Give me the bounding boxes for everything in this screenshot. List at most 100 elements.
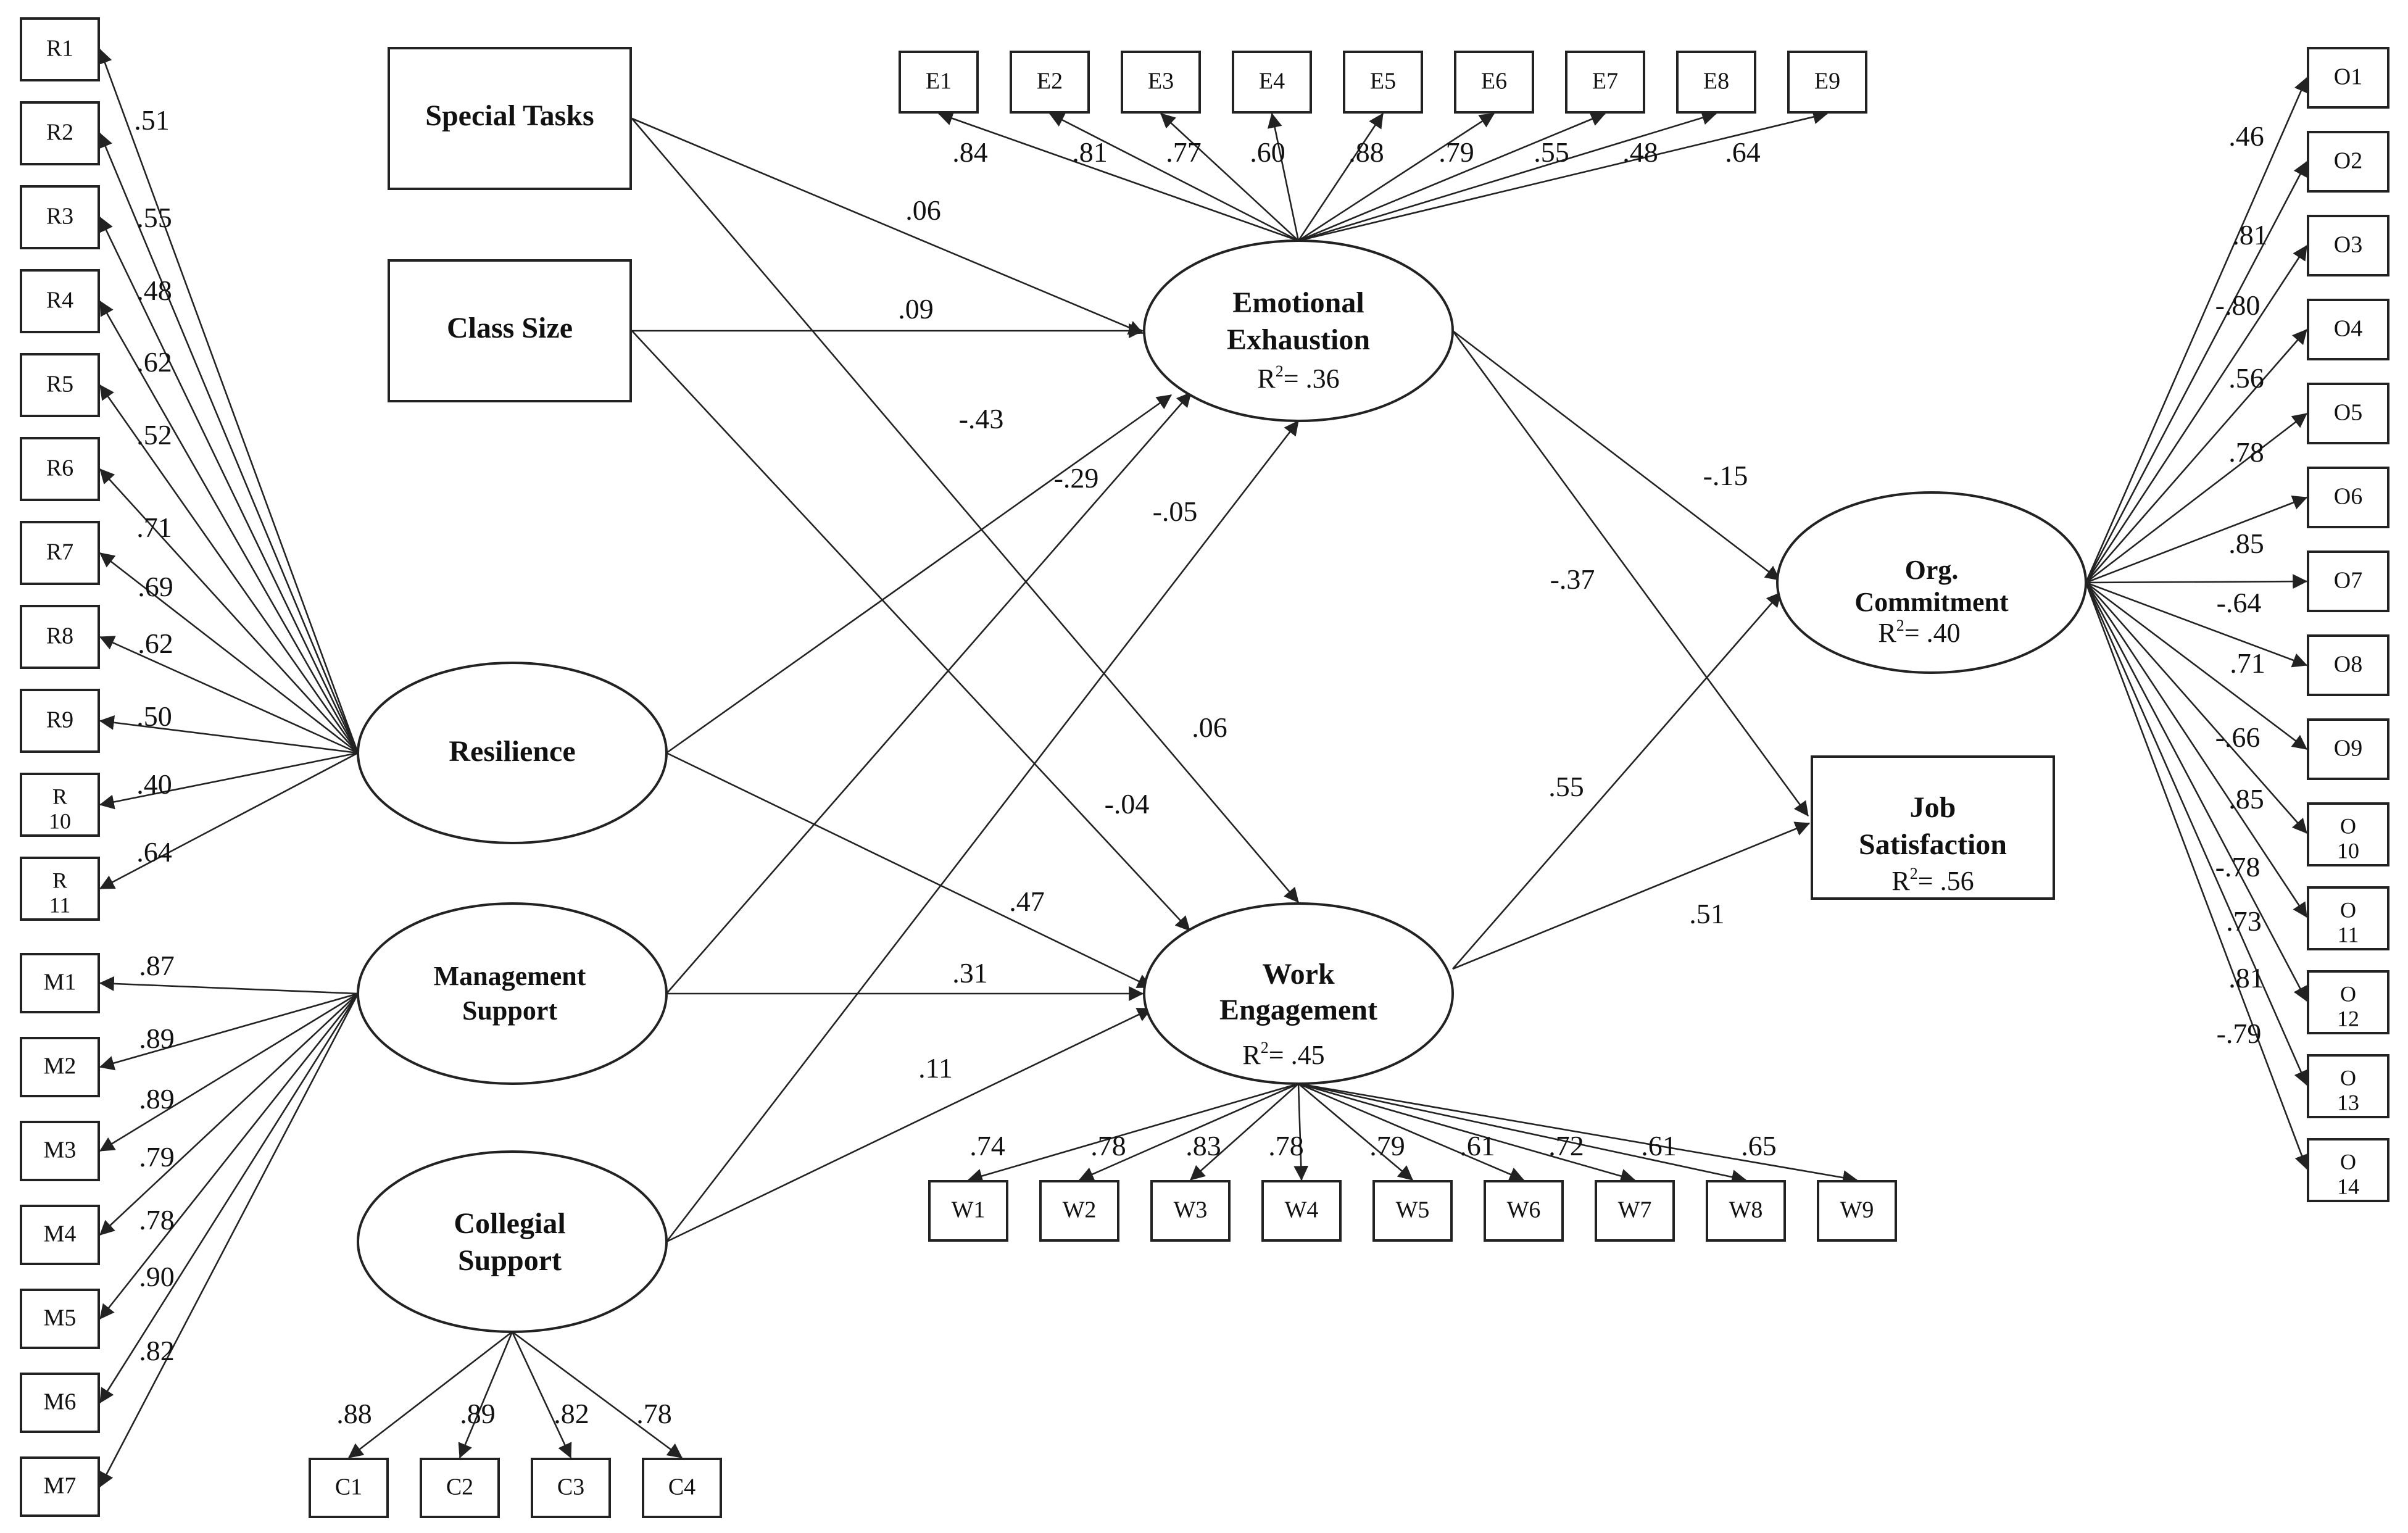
path-resilience-to-engagement	[666, 752, 1153, 989]
coef-management-to-engagement: .31	[952, 957, 988, 989]
loading-path-c3	[511, 1331, 572, 1459]
loading-o9: -.66	[2215, 721, 2261, 753]
coef-special-tasks-to-engagement: .06	[1192, 712, 1227, 743]
svg-text:M4: M4	[44, 1221, 77, 1247]
indicator-e4: E4	[1232, 51, 1312, 114]
loading-path-o8	[2085, 581, 2308, 668]
indicator-c4: C4	[642, 1458, 722, 1518]
svg-text:W6: W6	[1507, 1197, 1541, 1223]
indicator-e3: E3	[1121, 51, 1201, 114]
collegial-support-ellipse: Collegial Support	[357, 1150, 668, 1333]
emotional-exhaustion-ellipse: Emotional Exhaustion R2= .36	[1143, 239, 1454, 422]
svg-text:R8: R8	[46, 623, 73, 649]
svg-text:O: O	[2340, 897, 2356, 922]
loading-path-w7	[1298, 1082, 1636, 1184]
loading-path-r1	[98, 48, 359, 754]
svg-text:C2: C2	[446, 1474, 473, 1500]
loading-path-o4	[2085, 329, 2307, 583]
loading-path-e4	[1267, 112, 1300, 241]
indicator-o9: O9	[2307, 718, 2389, 780]
coef-engagement-to-satisfaction: .51	[1689, 898, 1725, 929]
emotional-exhaustion-label-2: Exhaustion	[1227, 323, 1370, 356]
job-satisfaction-label-2: Satisfaction	[1859, 828, 2007, 861]
svg-text:R5: R5	[46, 372, 73, 397]
indicator-r8: R8	[20, 605, 100, 669]
svg-text:R3: R3	[46, 204, 73, 230]
loading-path-o14	[2085, 582, 2309, 1170]
loading-path-e9	[1298, 109, 1829, 242]
loading-path-r5	[99, 384, 359, 754]
coef-resilience-to-engagement: .47	[1009, 886, 1045, 917]
loading-path-o5	[2085, 412, 2307, 584]
indicator-c2: C2	[420, 1458, 500, 1518]
loading-c1: .88	[336, 1398, 372, 1429]
indicator-r10: R10	[20, 773, 100, 837]
loading-path-r4	[99, 300, 359, 754]
indicator-w9: W9	[1817, 1180, 1897, 1242]
loading-c4: .78	[636, 1398, 672, 1429]
org-commitment-label-1: Org.	[1905, 555, 1959, 585]
loading-o13: .81	[2228, 962, 2264, 994]
management-support-label-1: Management	[434, 961, 586, 991]
svg-text:O: O	[2340, 981, 2356, 1006]
indicator-e1: E1	[899, 51, 979, 114]
svg-text:R9: R9	[46, 707, 73, 733]
coef-management-to-exhaustion: -.29	[1054, 462, 1099, 494]
loading-o11: -.78	[2215, 851, 2261, 883]
indicator-w8: W8	[1706, 1180, 1786, 1242]
indicator-m7: M7	[20, 1456, 100, 1517]
loading-e6: .79	[1439, 136, 1474, 168]
loading-r3: .48	[136, 275, 172, 306]
indicator-c1: C1	[309, 1458, 389, 1518]
coef-exhaustion-to-satisfaction: -.37	[1550, 563, 1595, 595]
loading-path-o9	[2085, 581, 2307, 750]
svg-text:M7: M7	[44, 1473, 77, 1499]
loading-path-m7	[99, 993, 359, 1488]
indicator-r3: R3	[20, 185, 100, 249]
org-commitment-label-2: Commitment	[1854, 587, 2009, 617]
loading-path-o6	[2085, 496, 2308, 584]
svg-text:C4: C4	[668, 1474, 695, 1500]
svg-text:10: 10	[49, 808, 71, 833]
indicator-r6: R6	[20, 437, 100, 501]
indicator-m1: M1	[20, 953, 100, 1013]
indicator-e7: E7	[1565, 51, 1645, 114]
loading-path-w9	[1298, 1082, 1858, 1185]
indicator-e2: E2	[1010, 51, 1090, 114]
loading-o4: .56	[2228, 362, 2264, 394]
indicator-w5: W5	[1372, 1180, 1453, 1242]
svg-text:W3: W3	[1174, 1197, 1208, 1223]
loading-o12: .73	[2226, 905, 2262, 937]
loading-path-e3	[1160, 113, 1299, 241]
indicator-o12: O12	[2307, 970, 2389, 1034]
indicator-o4: O4	[2307, 299, 2389, 360]
collegial-support-label-1: Collegial	[454, 1207, 565, 1240]
work-engagement-rsq: R2= .45	[1242, 1039, 1324, 1070]
coef-collegial-to-exhaustion: -.05	[1153, 496, 1198, 527]
loading-path-r2	[98, 132, 359, 754]
svg-text:M5: M5	[44, 1305, 77, 1331]
indicator-o14: O14	[2307, 1138, 2389, 1202]
loading-path-r6	[99, 468, 359, 754]
loading-o3: -.80	[2215, 289, 2261, 321]
loading-path-e6	[1298, 112, 1495, 242]
path-class-size-to-engagement	[631, 330, 1190, 931]
svg-text:W7: W7	[1618, 1197, 1652, 1223]
svg-text:E3: E3	[1148, 69, 1174, 94]
loading-path-r3	[99, 216, 359, 754]
svg-text:O: O	[2340, 1065, 2356, 1090]
management-support-ellipse: Management Support	[357, 902, 668, 1085]
coef-exhaustion-to-commitment: -.15	[1703, 460, 1748, 491]
svg-text:W5: W5	[1396, 1197, 1430, 1223]
loading-path-m5	[99, 993, 359, 1319]
svg-text:C1: C1	[335, 1474, 362, 1500]
loading-e3: .77	[1166, 136, 1202, 168]
coef-class-size-to-engagement: -.04	[1105, 788, 1150, 820]
indicator-r5: R5	[20, 353, 100, 417]
svg-text:O8: O8	[2334, 652, 2362, 678]
loading-path-r8	[99, 636, 359, 754]
loading-w7: .72	[1548, 1130, 1584, 1161]
svg-text:E6: E6	[1481, 69, 1507, 94]
indicator-o13: O13	[2307, 1054, 2389, 1118]
path-collegial-to-engagement	[666, 1007, 1153, 1243]
